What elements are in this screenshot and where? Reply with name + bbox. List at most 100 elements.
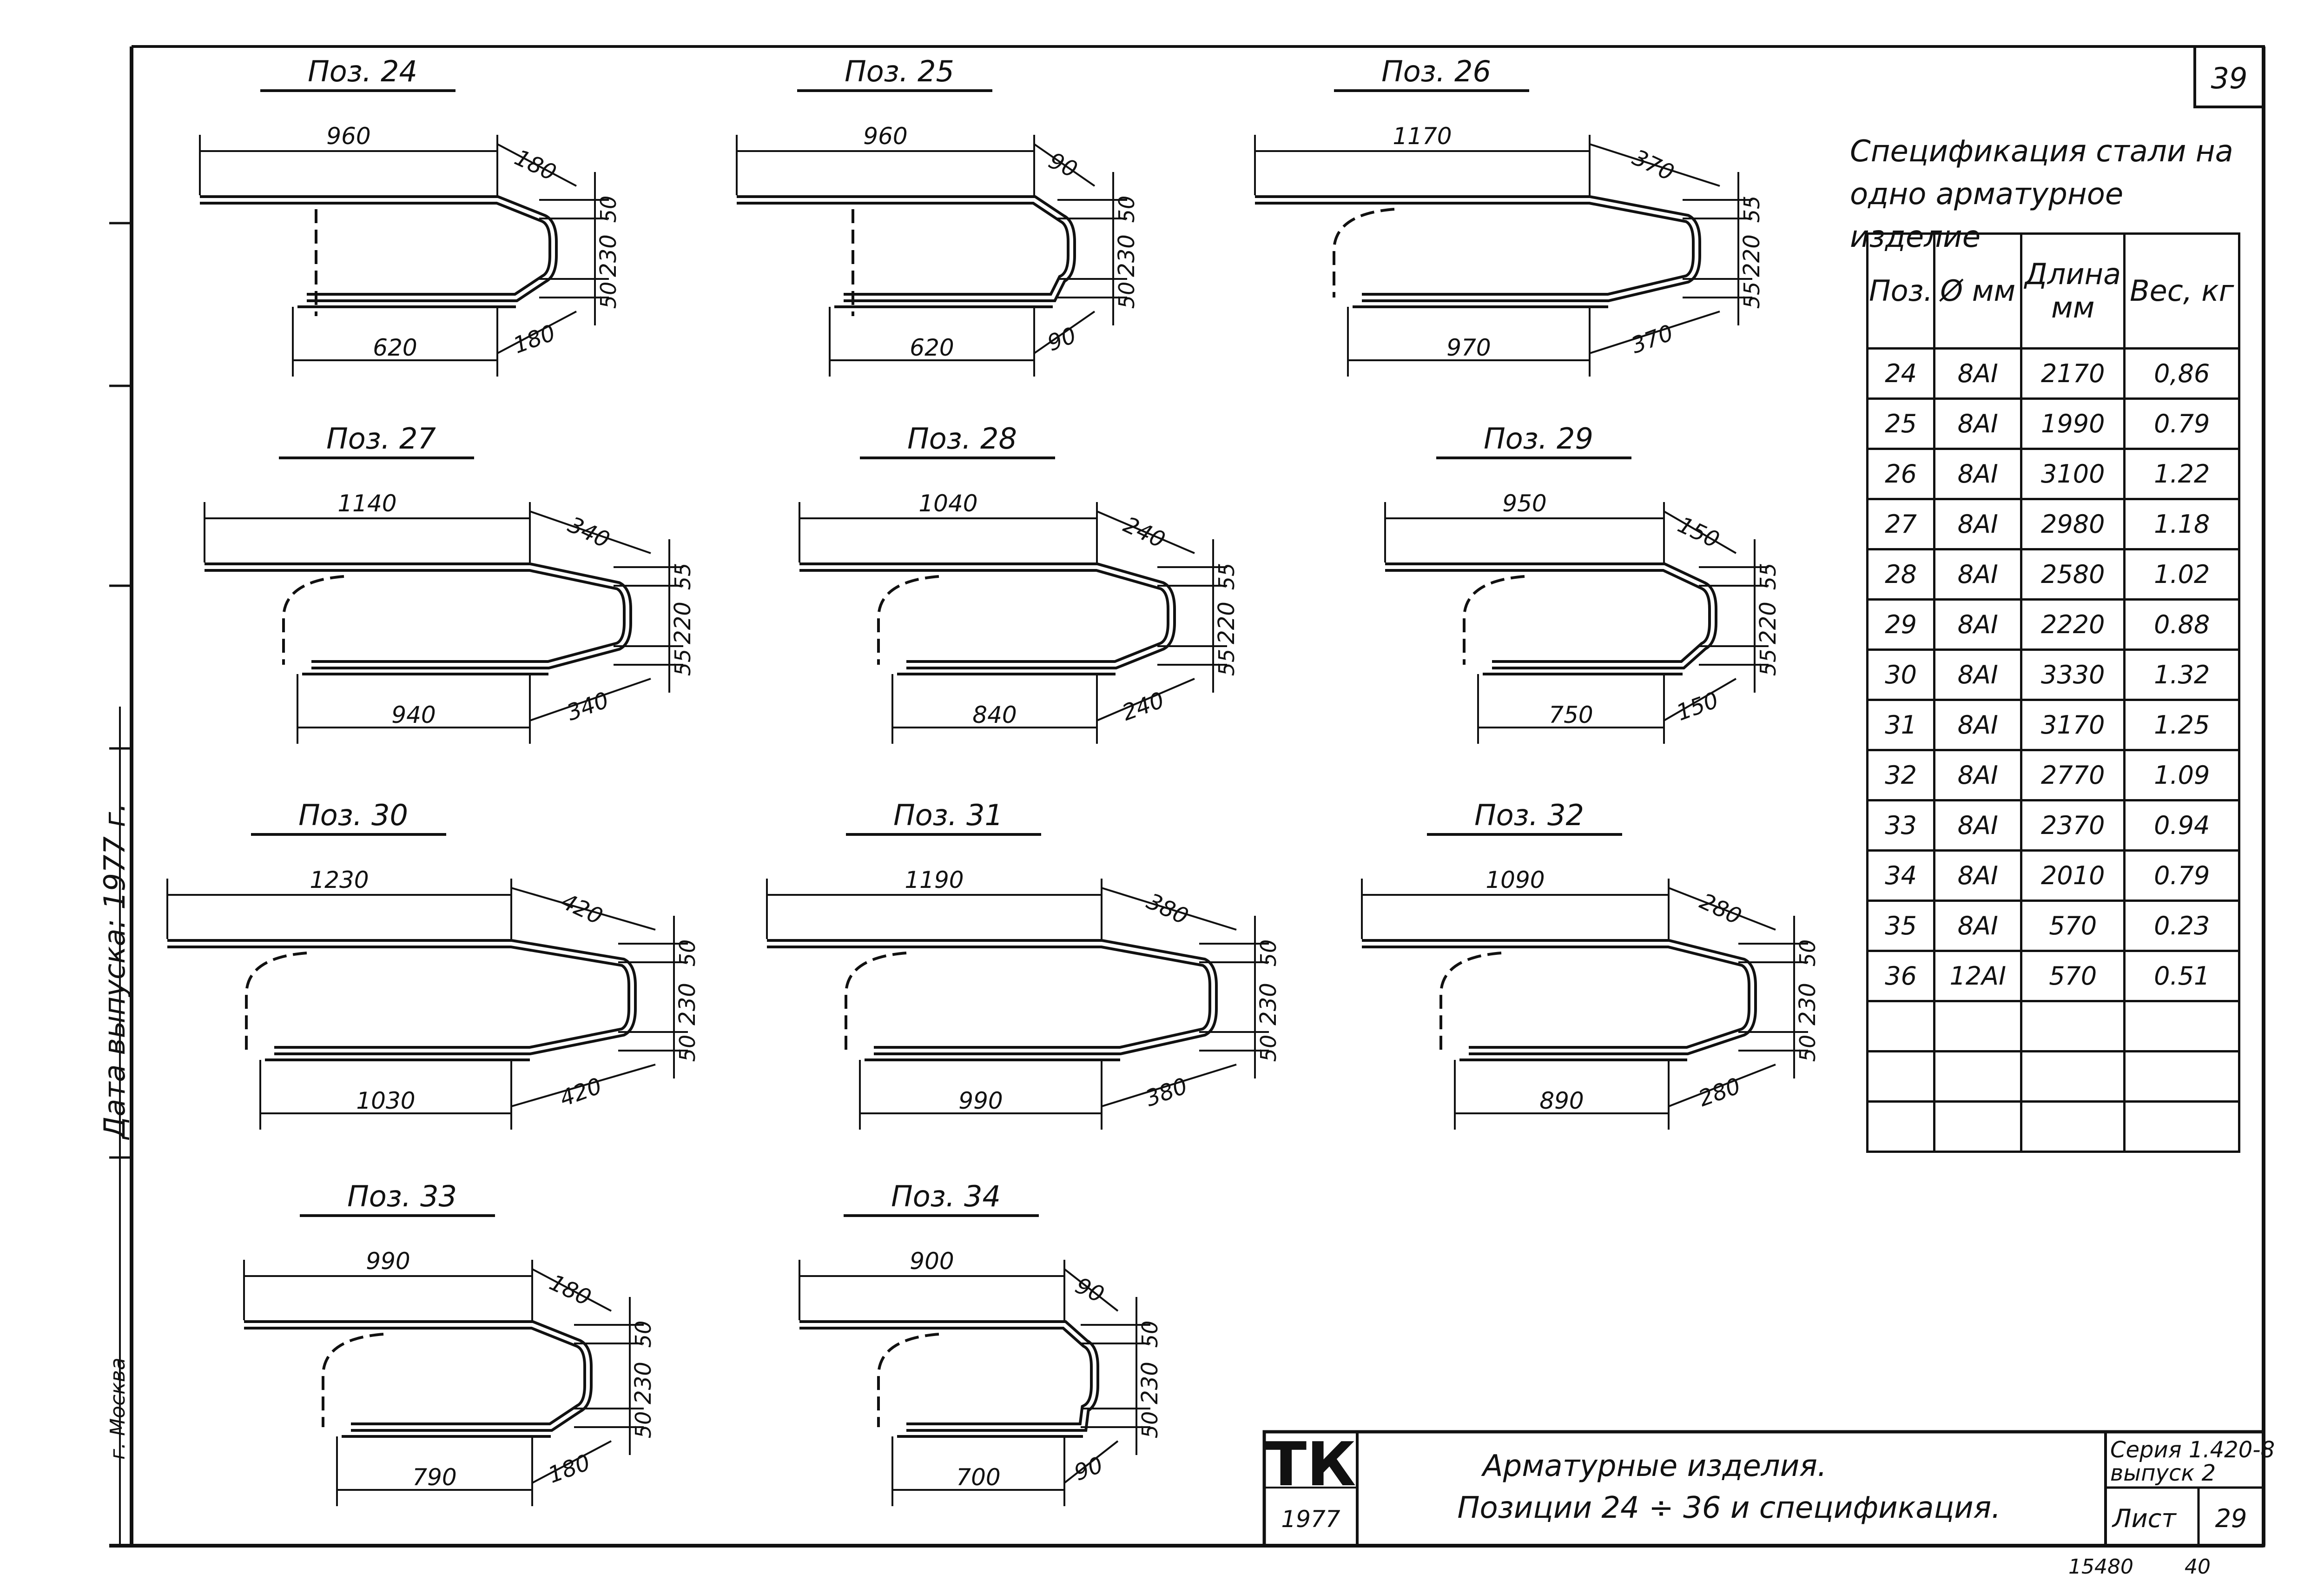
rebar-inner xyxy=(1362,942,1754,1052)
dim-bottom-slope: 280 xyxy=(1695,1073,1744,1112)
cell-pos xyxy=(1866,1100,1936,1153)
dim-height: 220 xyxy=(1739,234,1765,277)
dim-bottom-slope: 420 xyxy=(556,1073,605,1112)
dim-upper-offset: 50 xyxy=(631,1321,656,1348)
dashed-hook xyxy=(1439,952,1502,1051)
side-label-small: г. Москва xyxy=(106,1357,130,1460)
cell-diameter: 8AI xyxy=(1933,448,2023,500)
dim-bottom-slope: 90 xyxy=(1071,1452,1107,1486)
dim-upper-offset: 50 xyxy=(675,939,700,967)
rebar-inner xyxy=(167,942,634,1052)
dim-upper-offset: 50 xyxy=(596,196,621,223)
cell-diameter: 8AI xyxy=(1933,849,2023,902)
cell-length: 570 xyxy=(2020,900,2126,952)
cell-pos xyxy=(1866,1000,1936,1052)
dim-upper-offset: 50 xyxy=(1114,196,1139,223)
dim-top-length: 1090 xyxy=(1486,867,1545,893)
dim-lower-offset: 50 xyxy=(1256,1035,1281,1062)
cell-weight: 0.94 xyxy=(2123,799,2241,852)
cell-diameter: 8AI xyxy=(1933,799,2023,852)
cell-diameter: 12AI xyxy=(1933,950,2023,1002)
dim-top-length: 1190 xyxy=(905,867,964,893)
cell-diameter xyxy=(1933,1000,2023,1052)
series-line2: выпуск 2 xyxy=(2110,1460,2216,1486)
dim-bottom-length: 790 xyxy=(412,1464,456,1491)
dim-line-diagonal xyxy=(529,678,651,721)
dashed-hook xyxy=(877,1333,939,1427)
dim-lower-offset: 55 xyxy=(670,649,695,676)
dim-upper-offset: 50 xyxy=(1795,939,1820,967)
dashed-hook xyxy=(877,575,939,665)
rebar-outline xyxy=(200,195,558,302)
sheet-number: 39 xyxy=(2211,61,2248,95)
dim-line-diagonal xyxy=(1668,887,1776,931)
dim-top-length: 900 xyxy=(910,1248,954,1275)
dim-line-diagonal xyxy=(1589,311,1720,354)
rebar-inner xyxy=(1255,198,1698,299)
dim-height: 230 xyxy=(674,983,700,1025)
dim-top-length: 1140 xyxy=(337,490,396,517)
logo-mark: ТК xyxy=(1266,1429,1356,1500)
cell-weight: 1.02 xyxy=(2123,548,2241,601)
dim-top-slope: 280 xyxy=(1696,888,1745,930)
dashed-hook xyxy=(282,575,344,665)
dim-bottom-slope: 340 xyxy=(563,687,612,726)
cell-pos xyxy=(1866,1050,1936,1103)
cell-pos: 27 xyxy=(1866,498,1936,550)
cell-weight xyxy=(2123,1000,2241,1052)
rebar-outline xyxy=(799,1320,1099,1432)
rebar-outline xyxy=(205,562,632,669)
dim-lower-offset: 50 xyxy=(1795,1035,1820,1062)
position-label: Поз. 25 xyxy=(845,54,954,88)
dim-lower-offset: 50 xyxy=(1137,1411,1162,1439)
dim-height: 230 xyxy=(1137,1362,1163,1404)
rebar-outline xyxy=(167,939,637,1055)
dim-line-diagonal xyxy=(1589,143,1720,187)
rebar-outline xyxy=(1255,195,1701,302)
cell-length: 2370 xyxy=(2020,799,2126,852)
dim-bottom-slope: 180 xyxy=(510,320,559,359)
dashed-hook xyxy=(1333,208,1395,298)
table-row xyxy=(1866,1050,2241,1103)
cell-length: 570 xyxy=(2020,950,2126,1002)
dim-line-diagonal xyxy=(1063,1440,1119,1484)
rebar-inner xyxy=(1385,565,1715,667)
dim-top-length: 960 xyxy=(863,123,907,150)
dim-line-diagonal xyxy=(1063,1268,1119,1312)
cell-weight: 1.09 xyxy=(2123,749,2241,801)
dim-bottom-length: 970 xyxy=(1446,334,1491,361)
cell-diameter xyxy=(1933,1100,2023,1153)
dim-line-diagonal xyxy=(1096,678,1195,721)
dim-line-diagonal xyxy=(1663,678,1737,721)
dim-top-slope: 380 xyxy=(1142,888,1192,930)
dim-bottom-slope: 240 xyxy=(1119,687,1168,726)
sheet-frame xyxy=(109,45,2265,1548)
cell-pos: 30 xyxy=(1866,648,1936,701)
dim-bottom-length: 840 xyxy=(972,701,1017,728)
cell-pos: 26 xyxy=(1866,448,1936,500)
cell-length xyxy=(2020,1000,2126,1052)
cell-weight: 1.22 xyxy=(2123,448,2241,500)
dim-upper-offset: 50 xyxy=(1137,1321,1162,1348)
cell-weight: 0,86 xyxy=(2123,347,2241,400)
drawing-title-line2: Позиции 24 ÷ 36 и спецификация. xyxy=(1457,1491,2000,1525)
dim-bottom-slope: 380 xyxy=(1142,1073,1191,1112)
dim-top-length: 1170 xyxy=(1393,123,1452,150)
dim-bottom-length: 700 xyxy=(956,1464,1000,1491)
dim-bottom-slope: 370 xyxy=(1628,320,1677,359)
dim-line-diagonal xyxy=(529,510,651,554)
cell-weight: 1.25 xyxy=(2123,699,2241,751)
